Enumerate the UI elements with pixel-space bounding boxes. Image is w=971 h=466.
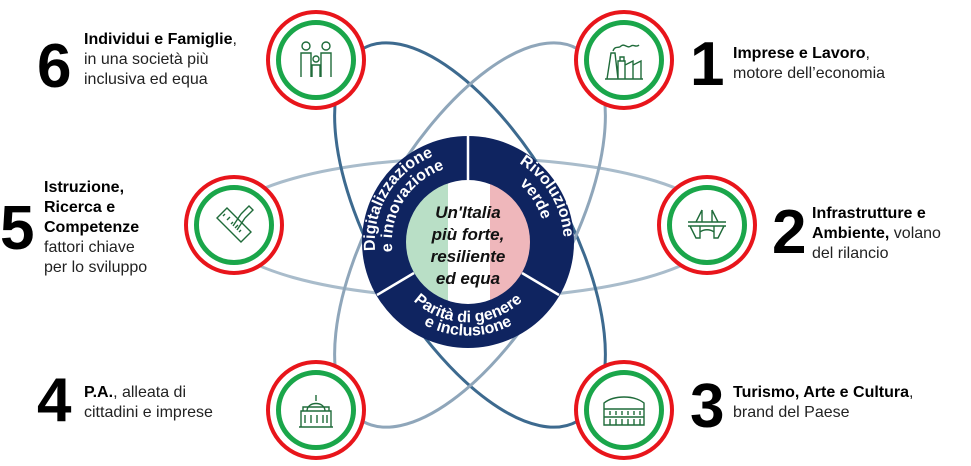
mission-3-medallion [574, 360, 674, 460]
mission-5-medallion [184, 175, 284, 275]
center-title-line2: più forte, [431, 225, 505, 244]
mission-3-number: 3 [690, 372, 725, 441]
center-title-line4: ed equa [436, 269, 500, 288]
center-title-line3: resiliente [431, 247, 506, 266]
mission-1-medallion [574, 10, 674, 110]
government-building-icon [299, 395, 333, 428]
factory-icon [605, 44, 643, 80]
mission-6-number: 6 [37, 32, 72, 101]
family-icon [300, 41, 332, 77]
center-title-line1: Un'Italia [435, 203, 500, 222]
mission-4-medallion [266, 360, 366, 460]
bridge-icon [688, 209, 726, 239]
mission-6-medallion [266, 10, 366, 110]
mission-2-number: 2 [772, 198, 807, 267]
ruler-pencil-icon [216, 205, 254, 243]
mission-2-medallion [657, 175, 757, 275]
mission-3-label: Turismo, Arte e Cultura,brand del Paese [733, 384, 914, 421]
mission-1-label: Imprese e Lavoro,motore dell’economia [733, 45, 886, 82]
mission-1-number: 1 [690, 30, 725, 99]
colosseum-icon [603, 396, 645, 426]
mission-4-number: 4 [37, 366, 72, 435]
mission-5-number: 5 [0, 194, 35, 263]
